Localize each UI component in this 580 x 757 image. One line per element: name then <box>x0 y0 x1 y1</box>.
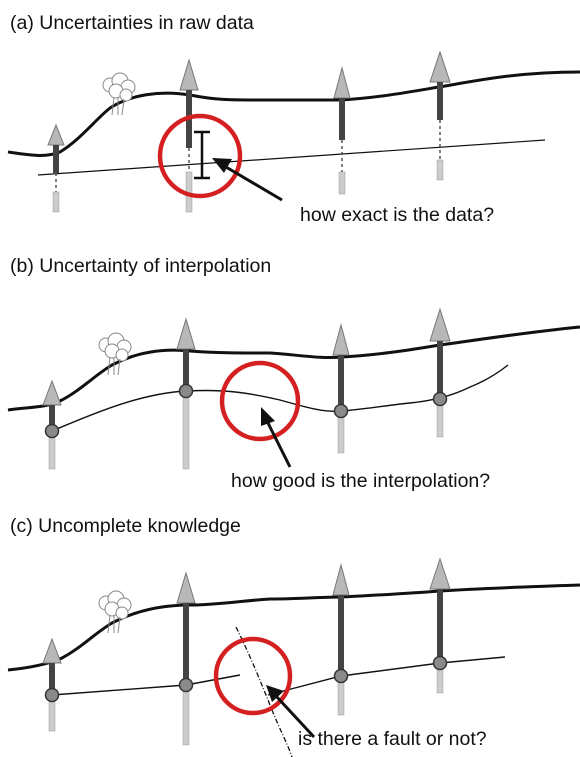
highlight-circle <box>219 360 301 442</box>
highlight-circle <box>213 636 293 716</box>
borehole-marker-icon <box>429 50 451 83</box>
borehole-marker-icon <box>42 637 62 664</box>
borehole-marker-icon <box>429 557 451 590</box>
tree-icon <box>98 332 132 376</box>
borehole-3 <box>333 66 351 195</box>
borehole-3 <box>332 563 350 716</box>
fault-line <box>235 626 293 757</box>
panel-raw-data: (a) Uncertainties in raw data <box>0 0 580 245</box>
borehole-marker-icon <box>176 317 196 350</box>
terrain-line <box>7 325 580 412</box>
borehole-marker-icon <box>333 66 351 99</box>
subsurface-horizon <box>37 139 546 176</box>
diagram-interpolation <box>7 307 580 470</box>
arrow-icon <box>266 685 316 739</box>
highlight-circle <box>157 113 243 199</box>
data-point <box>333 403 349 419</box>
data-point <box>178 383 194 399</box>
borehole-1 <box>42 379 62 470</box>
borehole-marker-icon <box>332 563 350 596</box>
borehole-4 <box>429 557 451 694</box>
borehole-2 <box>179 58 199 213</box>
tree-icon <box>98 590 132 634</box>
horizon-right <box>267 656 506 696</box>
arrow-icon <box>261 407 292 468</box>
borehole-marker-icon <box>176 571 196 604</box>
data-point <box>432 655 448 671</box>
borehole-3 <box>332 323 350 454</box>
borehole-marker-icon <box>429 307 451 342</box>
borehole-4 <box>429 50 451 181</box>
question-label: how exact is the data? <box>300 204 495 226</box>
panel-interpolation: (b) Uncertainty of interpolation <box>0 245 580 505</box>
question-label: is there a fault or not? <box>298 728 487 750</box>
panel-title: (c) Uncomplete knowledge <box>10 515 241 537</box>
terrain-line <box>7 70 580 157</box>
borehole-1 <box>42 637 62 732</box>
borehole-2 <box>176 317 196 470</box>
arrow-icon <box>212 158 283 202</box>
interpolation-curve <box>51 364 509 432</box>
error-bar <box>194 130 210 180</box>
borehole-marker-icon <box>47 123 65 146</box>
data-point <box>44 423 60 439</box>
horizon-left <box>51 674 241 696</box>
diagram-raw-data <box>7 50 580 213</box>
borehole-marker-icon <box>332 323 350 356</box>
borehole-1 <box>47 123 65 213</box>
data-point <box>178 677 194 693</box>
panel-title: (a) Uncertainties in raw data <box>10 12 254 34</box>
data-point <box>333 668 349 684</box>
panel-title: (b) Uncertainty of interpolation <box>10 255 272 277</box>
borehole-marker-icon <box>42 379 62 406</box>
tree-icon <box>102 72 136 116</box>
borehole-2 <box>176 571 196 746</box>
borehole-marker-icon <box>179 58 199 91</box>
data-point <box>44 687 60 703</box>
diagram-knowledge <box>7 557 580 757</box>
borehole-4 <box>429 307 451 438</box>
panel-knowledge: (c) Uncomplete knowledge <box>0 505 580 757</box>
question-label: how good is the interpolation? <box>231 470 491 492</box>
terrain-line <box>7 583 580 672</box>
data-point <box>432 391 448 407</box>
